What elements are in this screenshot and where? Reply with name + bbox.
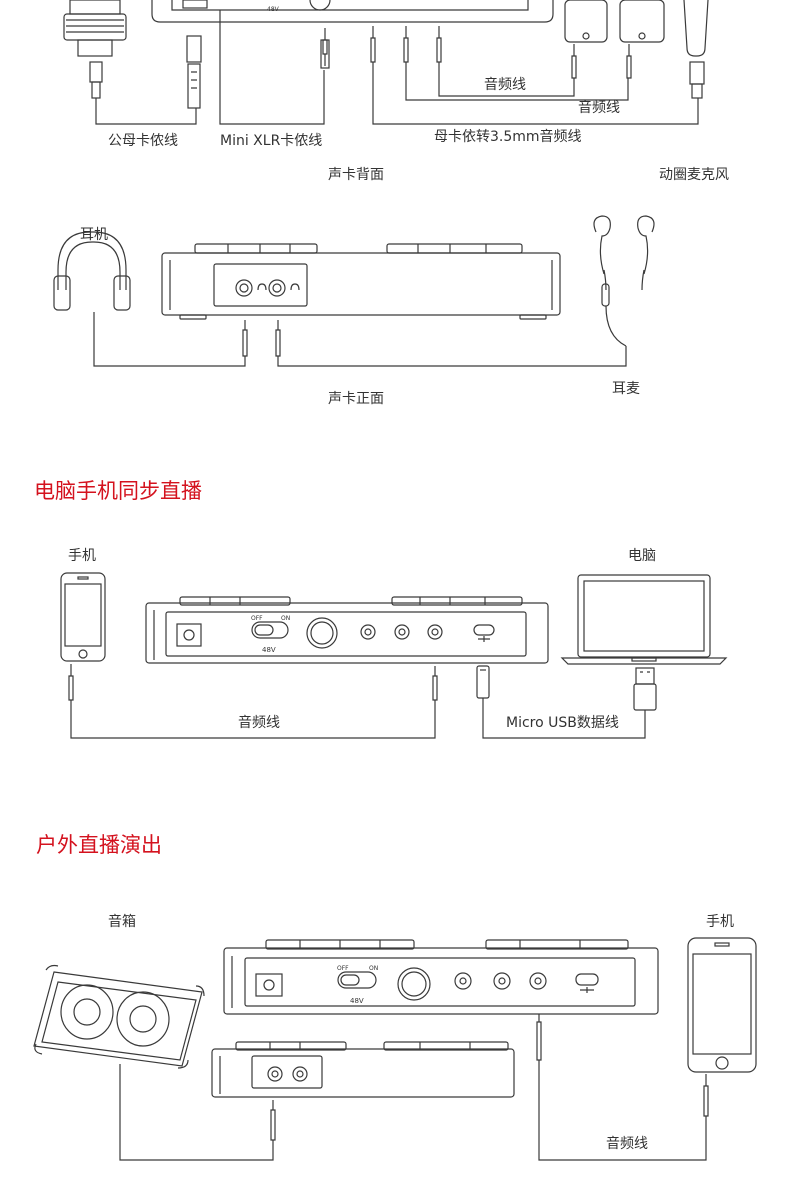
front-caption: 声卡正面 (328, 391, 384, 407)
switch-on-label-s4: ON (369, 965, 378, 972)
phone-icon-left (60, 572, 106, 662)
speaker-icon (33, 964, 205, 1069)
v48-text: 48V (267, 6, 280, 13)
phone-icon-right (687, 937, 757, 1073)
dynamic-mic-label: 动圈麦克风 (659, 167, 729, 183)
condenser-mic-icon (63, 0, 127, 99)
phone-icon-top-left (564, 0, 608, 43)
audio-cable-label-1: 音频线 (484, 77, 526, 93)
earphone-mic-icon (593, 215, 655, 347)
switch-off-label-s4: OFF (337, 965, 349, 972)
male-female-xlr-label: 公母卡侬线 (108, 133, 178, 149)
section-title-outdoor: 户外直播演出 (36, 833, 162, 857)
micro-usb-label: Micro USB数据线 (506, 715, 619, 731)
audio-cable-label-s4: 音频线 (606, 1136, 648, 1152)
switch-on-label: ON (281, 615, 290, 622)
phone-label-s4: 手机 (706, 914, 734, 930)
plugs-s4 (270, 1014, 709, 1141)
switch-off-label: OFF (251, 615, 263, 622)
soundcard-front-s4 (211, 1041, 515, 1098)
earphone-mic-label: 耳麦 (612, 381, 640, 397)
headphones-label: 耳机 (80, 227, 108, 243)
dynamic-mic-icon (683, 0, 709, 99)
speaker-label: 音箱 (108, 914, 136, 930)
audio-jacks-top (320, 26, 632, 79)
laptop-icon (560, 574, 728, 665)
soundcard-back-s4 (223, 939, 659, 1015)
audio-cable-label-2: 音频线 (578, 100, 620, 116)
section-title-pc-phone: 电脑手机同步直播 (34, 479, 202, 503)
audio-cable-label-s3: 音频线 (238, 715, 280, 731)
mini-xlr-label: Mini XLR卡侬线 (220, 133, 323, 149)
phone-icon-top-right (619, 0, 665, 43)
xlr-plug-icon (186, 35, 202, 109)
cables-front (93, 312, 627, 367)
computer-label: 电脑 (628, 548, 656, 564)
soundcard-front (161, 243, 561, 320)
phone-label: 手机 (68, 548, 96, 564)
jack-plugs-front (242, 320, 281, 357)
soundcard-back-s3 (145, 596, 549, 664)
cables-s4 (119, 1060, 707, 1161)
v48-label: 48V (262, 646, 276, 654)
headphones-icon (53, 231, 131, 311)
back-caption: 声卡背面 (328, 167, 384, 183)
soundcard-back-top (151, 0, 554, 23)
mother-card-cable-label: 母卡依转3.5mm音频线 (434, 129, 582, 145)
plugs-s3 (68, 664, 657, 711)
cables-s3 (70, 698, 646, 739)
cables-top (95, 10, 699, 125)
v48-label-s4: 48V (350, 997, 364, 1005)
